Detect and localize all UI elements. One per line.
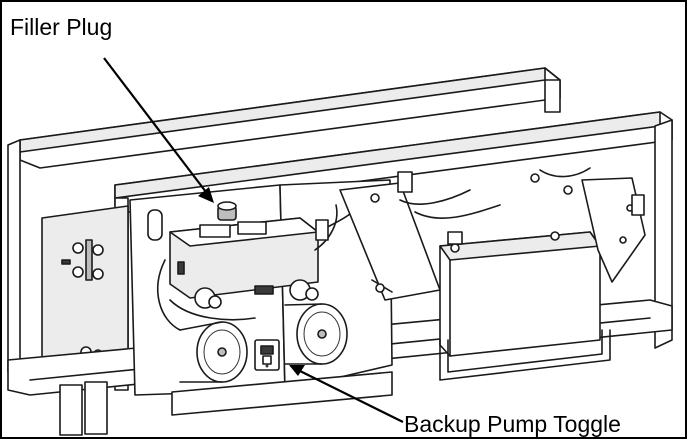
battery-strap — [439, 329, 611, 381]
reservoir-tank — [169, 217, 319, 299]
rear-frame — [7, 67, 561, 373]
battery — [439, 231, 601, 357]
filler-plug-callout-arrow — [103, 57, 214, 203]
filler-plug — [217, 201, 237, 221]
right-angled-plate — [530, 167, 646, 283]
center-bracket — [339, 171, 501, 301]
filler-plug-label: Filler Plug — [10, 14, 112, 40]
backup-pump-toggle-label: Backup Pump Toggle — [404, 411, 621, 437]
backup-pump-toggle — [254, 339, 280, 371]
motor-right — [284, 303, 348, 365]
motor-left — [179, 321, 248, 383]
valve-cluster — [147, 199, 361, 331]
backup-pump-toggle-callout-arrow — [289, 365, 404, 423]
left-side-plate — [41, 205, 129, 381]
